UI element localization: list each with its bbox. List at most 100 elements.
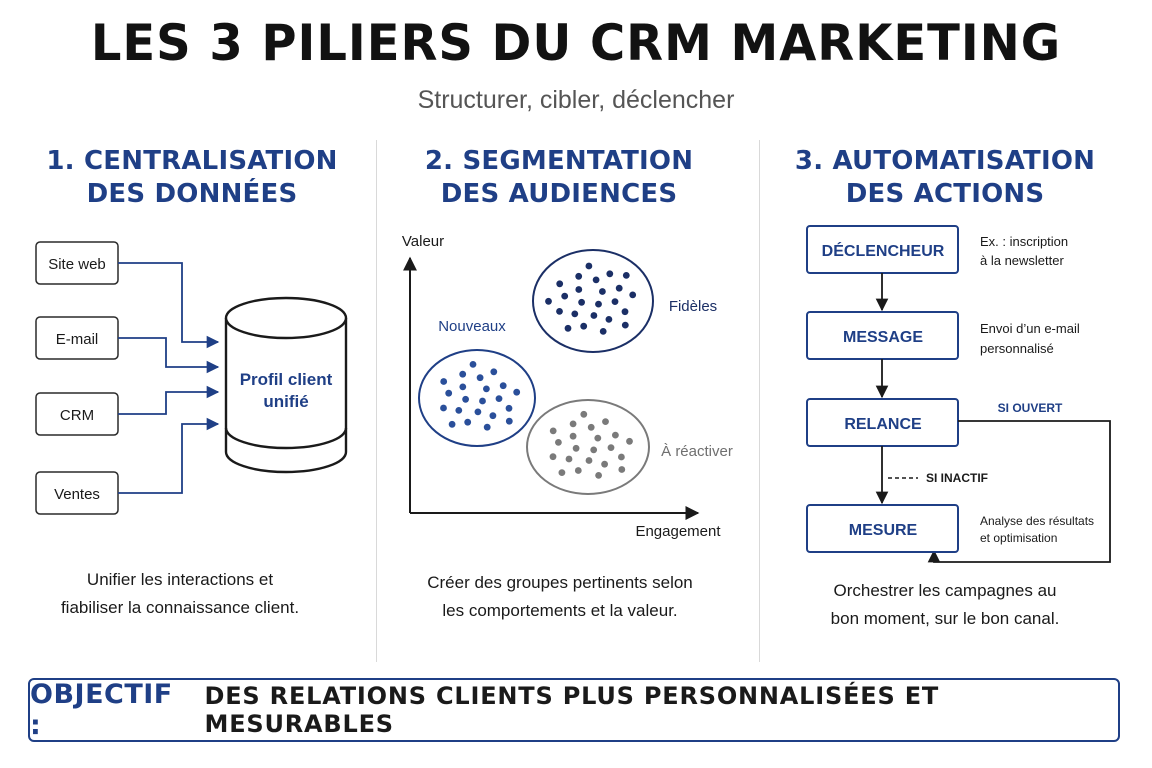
cluster-point: [565, 455, 573, 463]
pillar1-description-line2: fiabiliser la connaissance client.: [60, 598, 300, 617]
cluster-point: [448, 420, 456, 428]
cluster-point: [602, 418, 609, 425]
cluster-point: [629, 291, 637, 299]
cluster-point: [459, 383, 467, 391]
pillar3-description-line1: Orchestrer les campagnes au: [833, 581, 1057, 600]
database-cylinder-icon: Profil client unifié: [224, 296, 348, 474]
cluster-point: [549, 427, 557, 435]
cluster-point: [605, 316, 613, 323]
cluster-point: [545, 297, 552, 305]
cluster-point: [464, 418, 472, 426]
database-label-line1: Profil client: [240, 370, 333, 389]
cluster-point: [599, 328, 607, 335]
cluster-point: [571, 310, 579, 318]
pillar2-title: 2. SEGMENTATION DES AUDIENCES: [394, 145, 724, 211]
cluster-point: [499, 382, 507, 390]
cluster-point: [556, 308, 563, 315]
branch-opened-label: SI OUVERT: [998, 401, 1063, 415]
column-divider-2: [759, 140, 760, 662]
y-axis-label: Valeur: [402, 233, 444, 250]
cluster-nouveaux-points: [440, 361, 521, 431]
cluster-point: [490, 368, 498, 376]
cluster-point: [575, 286, 583, 293]
cluster-reactiver-label: À réactiver: [661, 443, 733, 460]
pillar2-title-line2: DES AUDIENCES: [440, 179, 678, 209]
step-message-label: MESSAGE: [843, 329, 923, 346]
pillar2-description-line2: les comportements et la valeur.: [442, 601, 678, 620]
page-title: LES 3 PILIERS DU CRM MARKETING: [90, 14, 1062, 72]
cluster-point: [585, 262, 593, 270]
page-subtitle: Structurer, cibler, déclencher: [417, 86, 735, 114]
connector-site-web: [118, 262, 220, 349]
pillar3-title-line1: 3. AUTOMATISATION: [794, 146, 1096, 176]
pillar3-title: 3. AUTOMATISATION DES ACTIONS: [780, 145, 1110, 211]
cluster-point: [585, 457, 593, 464]
cluster-point: [513, 388, 521, 396]
cluster-fideles: Fidèles: [532, 249, 717, 353]
step-message-note-line1: Envoi d’un e-mail: [980, 321, 1080, 336]
cluster-point: [622, 272, 630, 279]
pillar2-description-line1: Créer des groupes pertinents selon: [427, 573, 693, 592]
x-axis-label: Engagement: [635, 523, 721, 540]
automation-flow: DÉCLENCHEUR Ex. : inscription à la newsl…: [806, 225, 1111, 563]
connector-ventes: [118, 417, 220, 494]
cluster-point: [572, 444, 580, 452]
connector-crm: [118, 385, 220, 415]
source-crm-label: CRM: [60, 407, 94, 424]
cluster-point: [601, 460, 608, 468]
cluster-reactiver-points: [549, 410, 633, 479]
cluster-point: [592, 276, 600, 284]
cluster-fideles-label: Fidèles: [669, 298, 717, 315]
cluster-point: [558, 469, 566, 476]
cluster-point: [594, 434, 602, 442]
pillar1-title-line2: DES DONNÉES: [86, 179, 298, 209]
pillar1-title: 1. CENTRALISATION DES DONNÉES: [27, 145, 357, 211]
cluster-point: [549, 453, 557, 461]
cluster-point: [440, 404, 447, 412]
cluster-point: [590, 446, 598, 454]
cluster-point: [595, 472, 602, 479]
source-site-web-label: Site web: [48, 256, 106, 273]
cluster-point: [578, 298, 585, 306]
step-mesure-note-line1: Analyse des résultats: [980, 514, 1094, 528]
cluster-nouveaux-label: Nouveaux: [438, 318, 506, 335]
cluster-point: [555, 439, 562, 446]
source-email: E-mail: [35, 316, 119, 360]
cluster-point: [469, 361, 477, 368]
cluster-point: [618, 453, 625, 461]
connector-email: [118, 337, 220, 374]
cluster-point: [569, 420, 577, 428]
step-relance: RELANCE: [806, 398, 959, 447]
cluster-point: [483, 385, 490, 393]
cluster-point: [590, 312, 598, 319]
step-mesure-label: MESURE: [849, 522, 918, 539]
step-message: MESSAGE Envoi d’un e-mail personnalisé: [806, 311, 1080, 360]
cluster-point: [495, 395, 503, 402]
cluster-point: [612, 431, 619, 439]
cluster-point: [599, 288, 606, 295]
cluster-point: [483, 423, 491, 431]
pillar3-description: Orchestrer les campagnes au bon moment, …: [775, 577, 1115, 633]
objective-label: OBJECTIF :: [30, 679, 173, 741]
cluster-point: [489, 412, 497, 420]
cluster-point: [556, 280, 564, 288]
cluster-reactiver: À réactiver: [526, 399, 733, 495]
pillar1-diagram: Site web E-mail CRM Ventes Profil client…: [35, 241, 348, 515]
step-declencheur-label: DÉCLENCHEUR: [822, 241, 945, 260]
cluster-point: [618, 466, 626, 473]
step-declencheur: DÉCLENCHEUR Ex. : inscription à la newsl…: [806, 225, 1068, 274]
branch-opened-connector: [927, 420, 1111, 563]
column-divider-1: [376, 140, 377, 662]
source-ventes-label: Ventes: [54, 486, 100, 503]
cluster-point: [564, 324, 572, 332]
cluster-point: [569, 432, 577, 440]
pillar2-title-line1: 2. SEGMENTATION: [424, 146, 694, 176]
database-label-line2: unifié: [263, 392, 308, 411]
cluster-point: [595, 300, 602, 308]
cluster-point: [505, 404, 513, 412]
cluster-point: [587, 423, 595, 431]
objective-banner: OBJECTIF : DES RELATIONS CLIENTS PLUS PE…: [28, 678, 1120, 742]
step-message-note-line2: personnalisé: [980, 341, 1054, 356]
cluster-point: [440, 378, 448, 385]
